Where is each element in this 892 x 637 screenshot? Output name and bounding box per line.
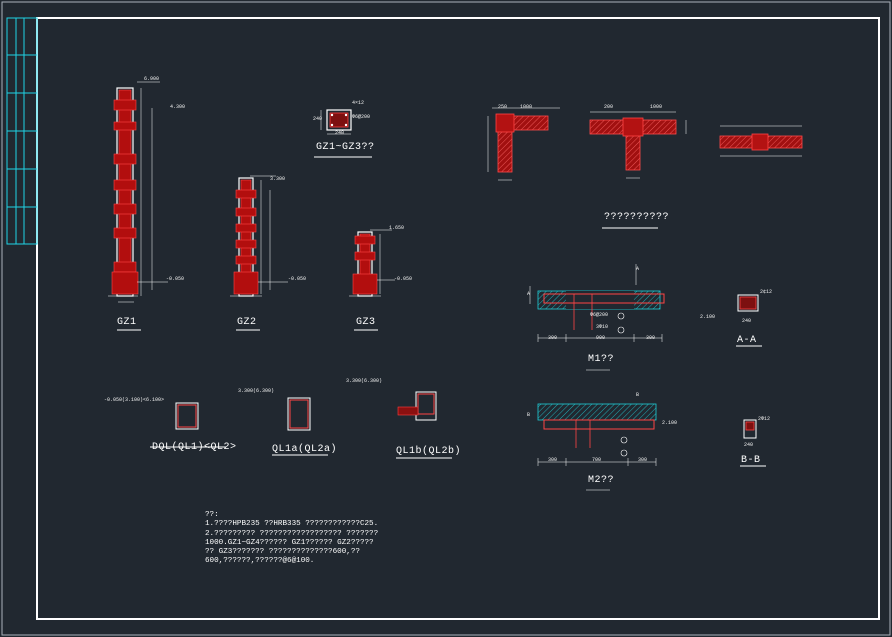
title-gz2: GZ2 [237, 317, 257, 328]
elev-label: 4.300 [170, 104, 186, 110]
m1-dim-left: 300 [548, 335, 558, 341]
aa-rebar: 2¢12 [760, 289, 773, 295]
gz-dim-width: 240 [335, 130, 345, 136]
bb-rebar: 2Φ12 [758, 416, 771, 422]
title-junction: ?????????? [604, 212, 670, 223]
m2-elev: 2.100 [662, 420, 678, 426]
bb-dim: 240 [744, 442, 754, 448]
note-line: 600,??????,??????@6@100. [205, 557, 315, 566]
beam-elev-label: 3.300(6.300) [238, 388, 275, 394]
title-block [6, 17, 38, 245]
beam-elev-label: 3.300(6.300) [346, 378, 383, 384]
title-m2: M2?? [588, 475, 615, 486]
beam-elev-label: -0.050(3.100)<6.100> [104, 397, 165, 403]
note-line: 2.????????? ?????????????????? ??????? [205, 529, 379, 538]
title-dql: DQL(QL1)<QL2> [152, 442, 237, 453]
note-line: 1000.GZ1~GZ4?????? GZ1?????? GZ2????? [205, 538, 374, 547]
gz-dim-stirrup: Φ6@200 [352, 114, 371, 120]
elev-label: -0.050 [166, 276, 185, 282]
gz-dim-rebar: 4×12 [352, 100, 365, 106]
elev-label: 3.300 [270, 176, 286, 182]
elev-label: -0.050 [394, 276, 413, 282]
elev-label: 6.900 [144, 76, 160, 82]
cut-marker-b2: B [527, 412, 531, 418]
m2-dim-span: 700 [592, 457, 602, 463]
aa-elev: 2.100 [700, 314, 716, 320]
elev-label: -0.050 [288, 276, 307, 282]
note-line: 1.????HPB235 ??HRB335 ????????????C25. [205, 520, 379, 529]
title-gz-section: GZ1~GZ3?? [316, 142, 375, 153]
beam-ql1b [396, 391, 452, 459]
m1-stirrup: Φ6@200 [590, 312, 609, 318]
note-line: ?? GZ3??????? ??????????????600,?? [205, 548, 360, 557]
junction-dim: 200 [604, 104, 614, 110]
aa-dim: 240 [742, 318, 752, 324]
title-ql1b: QL1b(QL2b) [396, 446, 462, 457]
title-bb: B-B [741, 455, 761, 466]
lintel-m2 [537, 403, 657, 491]
title-ql1a: QL1a(QL2a) [272, 444, 338, 455]
m2-dim-right: 300 [638, 457, 648, 463]
beam-dql [150, 402, 226, 448]
drawing-frame [36, 17, 880, 620]
lintel-m1 [529, 264, 665, 371]
junction-dim: 1000 [520, 104, 533, 110]
junction-details [487, 107, 803, 229]
junction-dim: 1000 [650, 104, 663, 110]
note-line: ??: [205, 511, 219, 520]
gz-dim-height: 240 [313, 116, 323, 122]
junction-dim: 250 [498, 104, 508, 110]
cut-marker-a2: A [527, 291, 531, 297]
title-aa: A-A [737, 335, 757, 346]
section-aa [736, 294, 762, 347]
column-gz3 [349, 229, 395, 297]
m1-dim-right: 300 [646, 335, 656, 341]
beam-ql1a [272, 397, 328, 456]
column-gz2 [230, 175, 288, 297]
cut-marker-a1: A [636, 266, 640, 272]
title-m1: M1?? [588, 354, 615, 365]
m2-dim-left: 300 [548, 457, 558, 463]
elev-label: 1.650 [389, 225, 405, 231]
title-gz3: GZ3 [356, 317, 376, 328]
m1-bottom-bar: 3Φ10 [596, 324, 609, 330]
title-gz1: GZ1 [117, 317, 137, 328]
m1-dim-span: 900 [596, 335, 606, 341]
cut-marker-b1: B [636, 392, 640, 398]
column-gz1 [108, 81, 168, 303]
gz-section [320, 109, 352, 135]
section-bb [740, 419, 766, 467]
general-notes: ??:1.????HPB235 ??HRB335 ????????????C25… [205, 502, 378, 576]
